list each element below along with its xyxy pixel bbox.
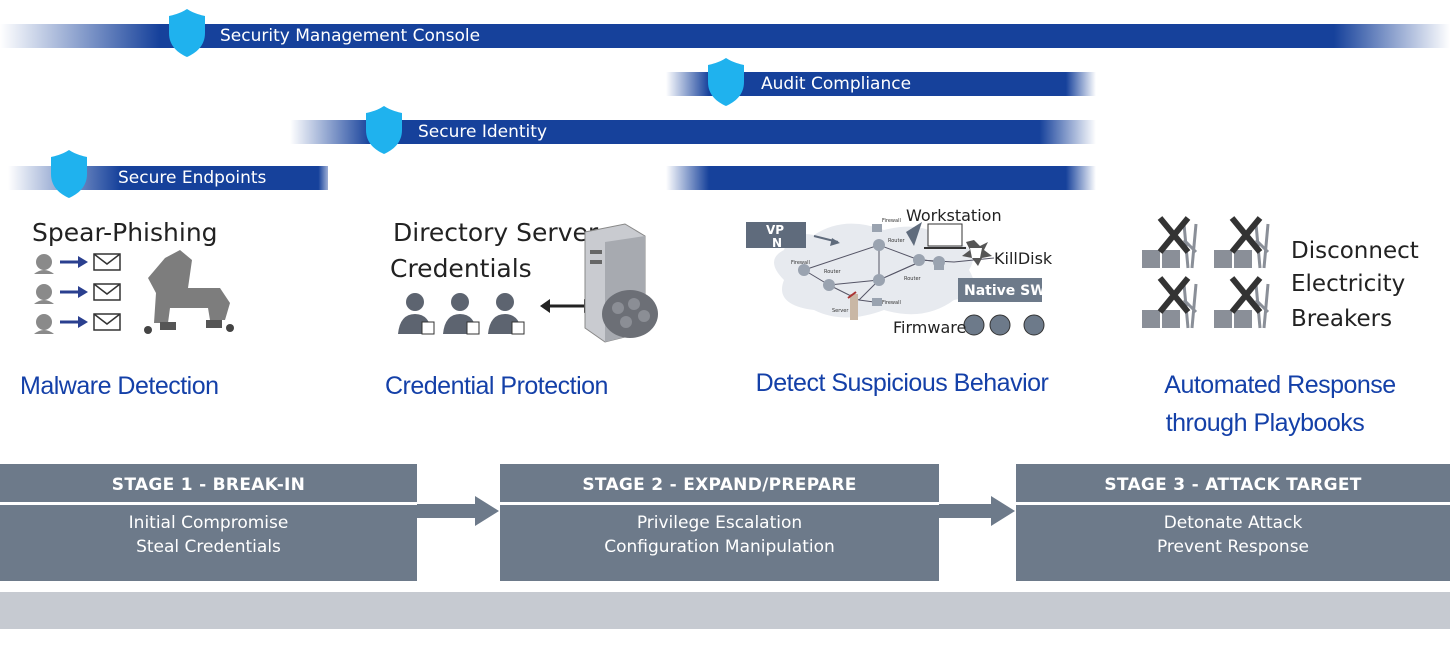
breakers-illustration (1142, 216, 1270, 329)
audit-bar-label: Audit Compliance (761, 74, 912, 94)
shield-icon (708, 58, 744, 106)
through-playbooks-caption: through Playbooks (1165, 409, 1365, 437)
svg-text:Firewall: Firewall (791, 260, 810, 266)
console-bar-label: Security Management Console (220, 26, 481, 46)
stage-divider (0, 502, 417, 505)
firmware-label: Firmware (893, 318, 967, 337)
svg-text:Firewall: Firewall (882, 300, 901, 306)
person-mail-icon (34, 253, 121, 274)
breaker-crossed-icon (1214, 216, 1270, 269)
security-management-console-bar: Security Management Console (0, 24, 1450, 48)
stage-line: Configuration Manipulation (604, 537, 835, 557)
user-icon (398, 293, 435, 335)
svg-text:Router: Router (888, 238, 906, 244)
svg-text:Router: Router (904, 276, 922, 282)
endpoints-bar-label: Secure Endpoints (118, 168, 267, 188)
identity-bar-label: Secure Identity (418, 122, 548, 142)
automated-response-caption: Automated Response (1164, 371, 1396, 399)
trojan-horse-icon (144, 250, 234, 334)
killdisk-label: KillDisk (994, 249, 1053, 268)
stage-line: Detonate Attack (1163, 513, 1303, 533)
server-icon (584, 223, 658, 343)
svg-text:Firewall: Firewall (882, 218, 901, 224)
stage-divider (1016, 502, 1450, 505)
credentials-heading: Credentials (390, 254, 532, 283)
malware-detection-caption: Malware Detection (20, 372, 219, 400)
svg-text:N: N (772, 236, 782, 250)
workstation-label: Workstation (906, 206, 1002, 225)
stage-title: STAGE 2 - EXPAND/PREPARE (582, 475, 857, 495)
shield-icon (366, 106, 402, 154)
person-mail-icon (34, 313, 121, 334)
svg-text:Router: Router (824, 269, 842, 275)
user-icon (488, 293, 525, 335)
breaker-crossed-icon (1214, 276, 1270, 329)
stage-title: STAGE 1 - BREAK-IN (111, 475, 306, 495)
breaker-crossed-icon (1142, 216, 1198, 269)
secure-identity-bar: Secure Identity (290, 120, 1096, 144)
stage-divider (500, 502, 939, 505)
svg-text:Server: Server (832, 308, 849, 314)
stage-line: Prevent Response (1156, 537, 1310, 557)
bottom-band (0, 592, 1450, 629)
disconnect-label: Disconnect (1291, 238, 1419, 264)
shield-icon (169, 9, 205, 57)
network-diagram: VP N Firewall Firewall Firewall Router R… (746, 218, 1046, 336)
stage-title: STAGE 3 - ATTACK TARGET (1104, 475, 1362, 495)
svg-text:VP: VP (766, 223, 784, 237)
stage-2-box: STAGE 2 - EXPAND/PREPARE Privilege Escal… (500, 464, 939, 581)
stage-line: Privilege Escalation (636, 513, 803, 533)
right-arrow-icon (939, 496, 1015, 526)
directory-server-heading: Directory Server (393, 218, 599, 247)
credential-protection-caption: Credential Protection (385, 372, 608, 400)
stage-1-box: STAGE 1 - BREAK-IN Initial Compromise St… (0, 464, 417, 581)
stage-line: Initial Compromise (128, 513, 289, 533)
spear-phishing-illustration (34, 250, 234, 334)
breakers-label: Breakers (1291, 306, 1393, 332)
directory-server-illustration (398, 223, 658, 343)
detect-suspicious-behavior-caption: Detect Suspicious Behavior (755, 369, 1049, 397)
right-arrow-icon (417, 496, 499, 526)
stage-line: Steal Credentials (136, 537, 281, 557)
svg-text:Native SW: Native SW (964, 283, 1046, 299)
unlabeled-bar (666, 166, 1096, 190)
breaker-crossed-icon (1142, 276, 1198, 329)
stage-3-box: STAGE 3 - ATTACK TARGET Detonate Attack … (1016, 464, 1450, 581)
electricity-label: Electricity (1291, 271, 1406, 297)
spear-phishing-heading: Spear-Phishing (32, 218, 218, 247)
person-mail-icon (34, 283, 121, 304)
shield-icon (51, 150, 87, 198)
user-icon (443, 293, 480, 335)
